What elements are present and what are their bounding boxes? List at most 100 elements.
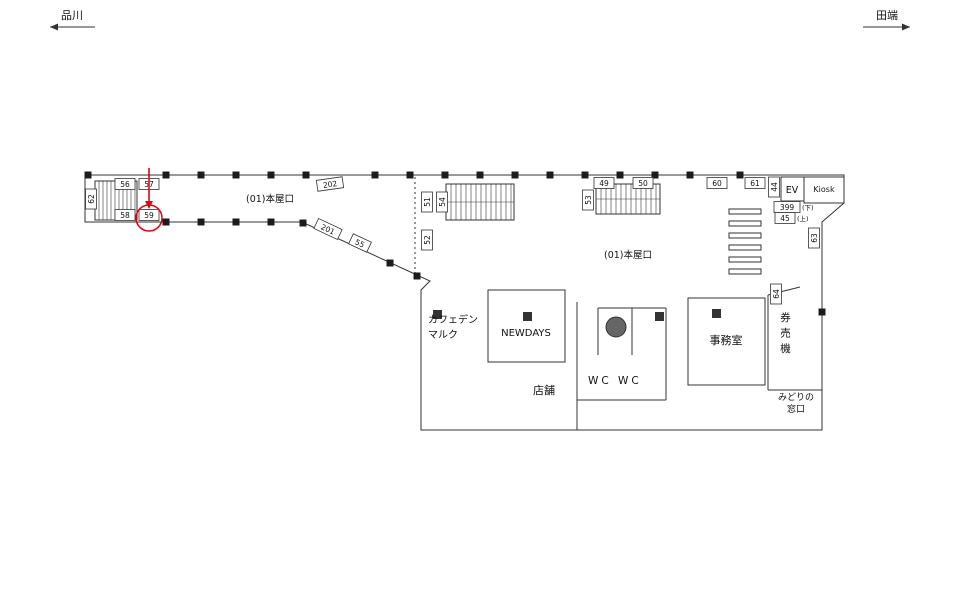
label-ev: EV: [786, 185, 799, 196]
marker-label: 56: [120, 180, 130, 189]
marker-63: 63: [808, 227, 820, 249]
pillar: [197, 218, 205, 226]
marker-label: 399: [780, 203, 795, 212]
marker-label: 50: [638, 179, 648, 188]
marker-49: 49: [593, 177, 615, 189]
pillar: [581, 171, 589, 179]
label-ticket-machines: 券売機: [779, 312, 791, 359]
left-arrow-icon: [50, 23, 58, 31]
marker-44: 44: [768, 176, 780, 198]
direction-right: 田端: [863, 9, 910, 31]
pillar: [162, 171, 170, 179]
pillar: [302, 171, 310, 179]
pillar: [232, 171, 240, 179]
marker-54: 54: [436, 191, 448, 213]
newdays-room: [487, 289, 566, 363]
pillar: [511, 171, 519, 179]
marker-label: 51: [423, 197, 432, 207]
marker-202: 202: [315, 176, 345, 192]
marker-label: 44: [770, 182, 779, 192]
label-newdays: NEWDAYS: [501, 328, 551, 339]
marker-64: 64: [770, 283, 782, 305]
ticket-gate: [728, 268, 762, 275]
pillar: [546, 171, 554, 179]
marker-label: 54: [438, 197, 447, 207]
ticket-gate: [728, 256, 762, 263]
marker-label: 62: [87, 194, 96, 204]
ticket-gate: [728, 220, 762, 227]
pillar: [736, 171, 744, 179]
pillar: [197, 171, 205, 179]
marker-label: 58: [120, 211, 130, 220]
marker-label: 61: [750, 179, 760, 188]
pillar: [651, 171, 659, 179]
marker-59: 59: [138, 209, 160, 221]
interior-walls: [576, 286, 822, 430]
pillar: [386, 259, 394, 267]
right-arrow-icon: [902, 23, 910, 31]
marker-label: 45: [780, 214, 790, 223]
marker-label: 64: [772, 289, 781, 299]
label-up: (上): [797, 214, 809, 223]
marker-62: 62: [85, 188, 97, 210]
label-cafe: カフェデン マルク: [428, 315, 478, 341]
direction-left-label: 品川: [61, 9, 83, 22]
stairs-right: [595, 183, 661, 215]
pillar: [616, 171, 624, 179]
label-store: 店舗: [533, 383, 555, 397]
marker-label: 202: [322, 179, 338, 190]
pillar: [406, 171, 414, 179]
marker-399: 399: [773, 201, 801, 213]
marker-51: 51: [421, 191, 433, 213]
marker-61: 61: [744, 177, 766, 189]
marker-label: 60: [712, 179, 722, 188]
marker-58: 58: [114, 209, 136, 221]
label-exit-left: (01)本屋口: [246, 193, 294, 205]
label-kiosk: Kiosk: [813, 185, 835, 194]
marker-52: 52: [421, 229, 433, 251]
label-office: 事務室: [710, 333, 743, 347]
marker-label: 55: [354, 237, 367, 249]
marker-label: 59: [144, 211, 154, 220]
marker-60: 60: [706, 177, 728, 189]
marker-55: 55: [348, 233, 372, 253]
direction-right-label: 田端: [876, 9, 898, 22]
pillar: [413, 272, 421, 280]
kiosk-room: [803, 176, 845, 204]
marker-label: 52: [423, 235, 432, 245]
label-exit-right: (01)本屋口: [604, 249, 652, 261]
label-down: (下): [802, 204, 814, 212]
label-midori-window: みどりの 窓口: [777, 393, 814, 415]
marker-50: 50: [632, 177, 654, 189]
pillar: [686, 171, 694, 179]
marker-201: 201: [313, 217, 343, 241]
pillar: [232, 218, 240, 226]
marker-label: 53: [584, 195, 593, 205]
ticket-gate: [728, 208, 762, 215]
pillar: [267, 218, 275, 226]
pillar: [299, 219, 307, 227]
highlight-circle: [135, 204, 163, 232]
pillar: [371, 171, 379, 179]
ticket-gate: [728, 244, 762, 251]
marker-label: 63: [810, 233, 819, 243]
label-wc-1: WC: [588, 375, 612, 387]
office-room: [687, 297, 766, 386]
pillar: [441, 171, 449, 179]
pillar: [818, 308, 826, 316]
marker-53: 53: [582, 189, 594, 211]
pillar: [267, 171, 275, 179]
pillar: [476, 171, 484, 179]
facility-icon: [712, 309, 721, 318]
marker-45: 45: [774, 212, 796, 224]
pillar: [162, 218, 170, 226]
facility-icon: [433, 310, 442, 319]
label-wc-2: WC: [618, 375, 642, 387]
marker-label: 49: [599, 179, 609, 188]
pillar: [84, 171, 92, 179]
round-column: [605, 316, 627, 338]
ticket-gate: [728, 232, 762, 239]
marker-56: 56: [114, 178, 136, 190]
stairs-middle: [445, 183, 515, 221]
